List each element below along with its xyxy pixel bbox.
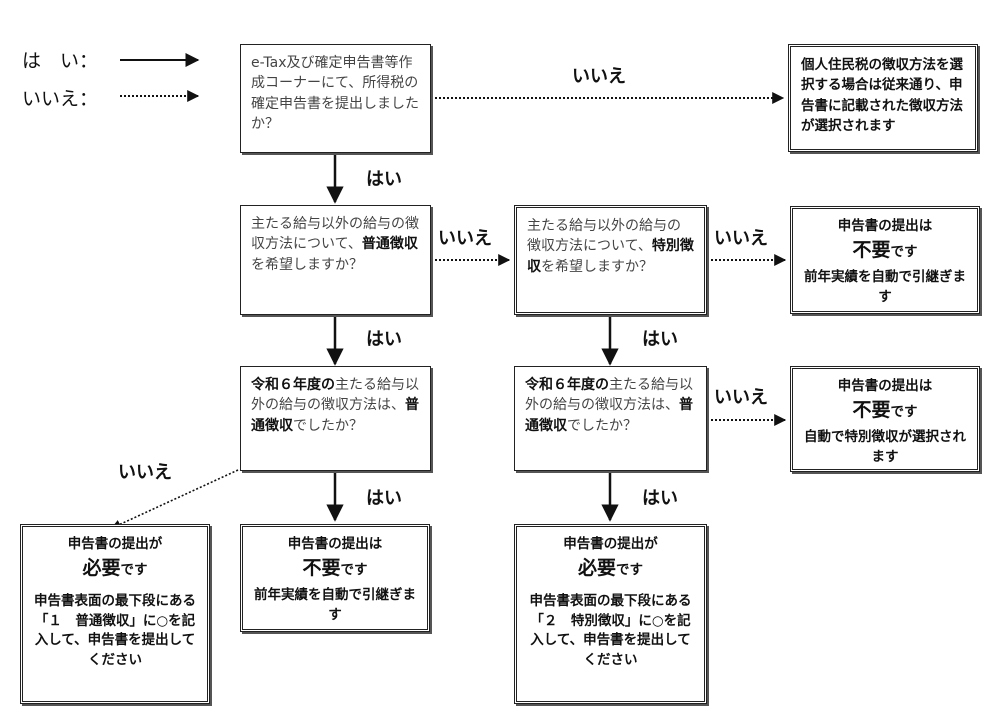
r-mid-detail: 前年実績を自動で引継ぎます (804, 269, 966, 305)
q2-pre: 主たる給与以外の給与の徴収方法について、 (251, 216, 419, 253)
edge-label-yes-q4: はい (366, 488, 402, 509)
result-required-ordinary: 申告書の提出が 必要です 申告書表面の最下段にある「１ 普通徴収」に○を記入して… (20, 524, 210, 704)
r-bc-head: 申告書の提出は (287, 536, 383, 552)
r-mid-tail: です (890, 243, 918, 260)
r-br-big: 必要 (577, 556, 616, 579)
q4-em2: 普通徴収 (251, 397, 419, 434)
result-required-special: 申告書の提出が 必要です 申告書表面の最下段にある「２ 特別徴収」に○を記入して… (514, 524, 707, 704)
edge-label-yes-q1: はい (366, 169, 402, 190)
question-etax-filing: e-Tax及び確定申告書等作成コーナーにて、所得税の確定申告書を提出しましたか？ (240, 44, 431, 153)
r-br-head: 申告書の提出が (563, 536, 658, 552)
q2-em: 普通徴収 (361, 236, 418, 253)
edge-label-no-q4: いいえ (118, 462, 172, 483)
edge-label-yes-q3: はい (642, 329, 678, 350)
q4-mid: 主たる給与以外の給与の徴収方法は、 (251, 377, 419, 414)
r-bc-big: 不要 (302, 556, 341, 579)
q3-pre: 主たる給与以外の給与の徴収方法について、 (527, 218, 681, 255)
result-conventional-method-text: 個人住民税の徴収方法を選択する場合は従来通り、申告書に記載された徴収方法が選択さ… (801, 57, 963, 134)
r-mid-head: 申告書の提出は (837, 218, 933, 234)
result-not-required-carryover-bottom: 申告書の提出は 不要です 前年実績を自動で引継ぎます (240, 524, 430, 632)
r-br-tail: です (616, 561, 643, 578)
edge-label-yes-q2: はい (366, 329, 402, 350)
edge-label-yes-q5: はい (642, 488, 678, 509)
r-bl-head: 申告書の提出が (67, 536, 163, 552)
q2-post: を希望しますか？ (251, 256, 363, 273)
r-auto-detail: 自動で特別徴収が選択されます (804, 429, 966, 465)
result-not-required-auto-special: 申告書の提出は 不要です 自動で特別徴収が選択されます (790, 366, 980, 472)
r-bl-big: 必要 (82, 556, 121, 579)
q5-em2: 普通徴収 (525, 397, 693, 434)
question-r6-ordinary-right: 令和６年度の主たる給与以外の給与の徴収方法は、普通徴収でしたか？ (514, 366, 707, 471)
q5-em1: 令和６年度の (525, 377, 609, 393)
edge-label-no-q1: いいえ (572, 66, 626, 87)
r-bl-tail: です (120, 561, 148, 578)
edge-label-no-q5: いいえ (714, 387, 768, 408)
q5-post: でしたか？ (567, 417, 637, 434)
q4-post: でしたか？ (293, 417, 363, 434)
legend-yes-label: は い： (22, 50, 99, 72)
q4-em1: 令和６年度の (251, 377, 335, 393)
legend-no-label: いいえ： (22, 88, 99, 110)
r-auto-tail: です (890, 403, 918, 420)
q3-em: 特別徴収 (527, 238, 694, 275)
r-auto-head: 申告書の提出は (837, 378, 933, 394)
edge-label-no-q3: いいえ (714, 228, 768, 249)
question-etax-filing-text: e-Tax及び確定申告書等作成コーナーにて、所得税の確定申告書を提出しましたか？ (251, 55, 419, 132)
r-auto-big: 不要 (852, 398, 891, 421)
r-mid-big: 不要 (852, 238, 891, 261)
r-bc-detail: 前年実績を自動で引継ぎます (254, 587, 416, 623)
edge-label-no-q2: いいえ (438, 228, 492, 249)
r-bc-tail: です (340, 561, 368, 578)
question-r6-ordinary-left: 令和６年度の主たる給与以外の給与の徴収方法は、普通徴収でしたか？ (240, 366, 431, 471)
question-ordinary-collection-wish: 主たる給与以外の給与の徴収方法について、普通徴収を希望しますか？ (240, 205, 431, 315)
question-special-collection-wish: 主たる給与以外の給与の徴収方法について、特別徴収を希望しますか？ (514, 205, 707, 315)
q3-post: を希望しますか？ (541, 258, 653, 275)
arrow-q4-to-r-bl (111, 469, 239, 529)
result-conventional-method: 個人住民税の徴収方法を選択する場合は従来通り、申告書に記載された徴収方法が選択さ… (788, 44, 978, 152)
r-br-detail: 申告書表面の最下段にある「２ 特別徴収」に○を記入して、申告書を提出してください (529, 593, 692, 668)
result-not-required-carryover: 申告書の提出は 不要です 前年実績を自動で引継ぎます (790, 206, 980, 314)
q5-mid: 主たる給与以外の給与の徴収方法は、 (525, 377, 693, 414)
r-bl-detail: 申告書表面の最下段にある「１ 普通徴収」に○を記入して、申告書を提出してください (34, 593, 196, 668)
